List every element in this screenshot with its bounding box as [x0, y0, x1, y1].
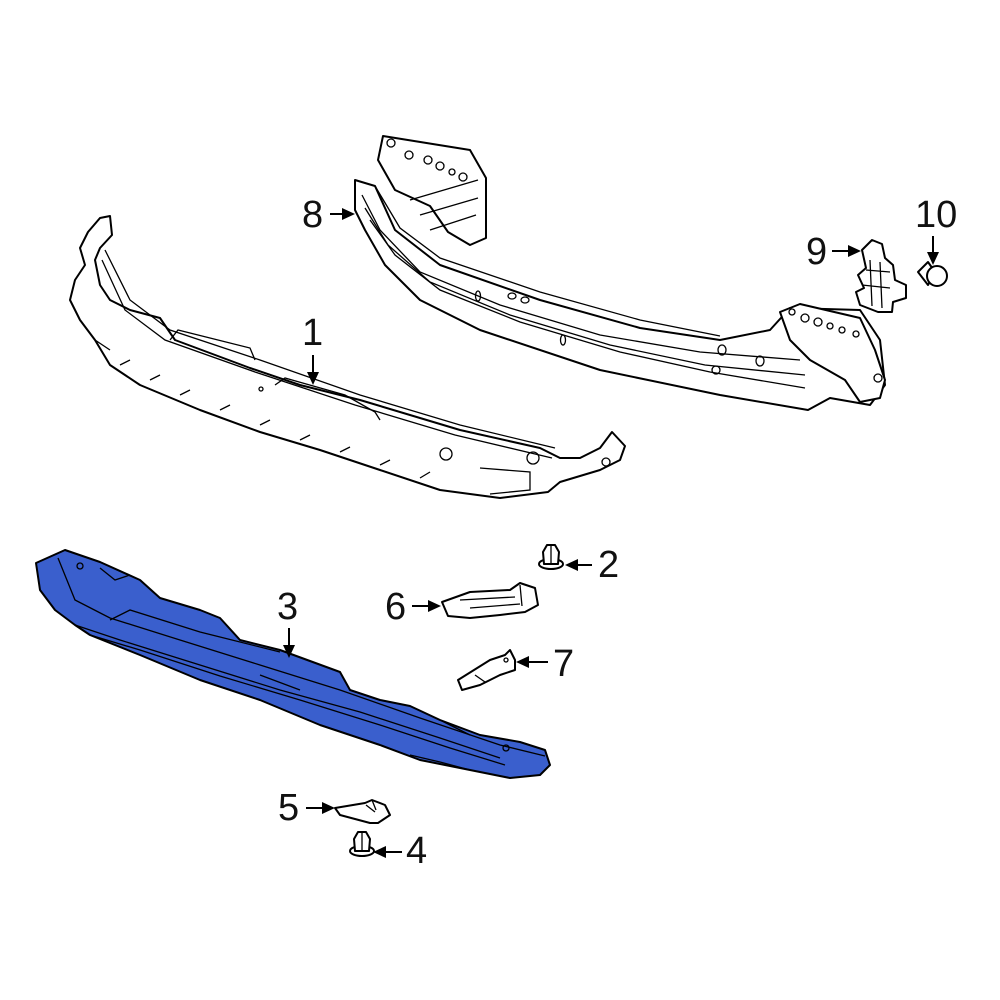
part-6-bracket[interactable]	[441, 582, 539, 619]
callout-3[interactable]: 3	[277, 586, 299, 628]
callout-8[interactable]: 8	[302, 194, 324, 236]
part-9-bracket[interactable]	[855, 239, 907, 313]
part-4-push-clip[interactable]	[349, 831, 375, 857]
part-10-push-clip[interactable]	[917, 261, 948, 287]
part-2-push-clip[interactable]	[538, 544, 564, 570]
part-3-lower-absorber-highlighted[interactable]	[35, 549, 551, 779]
part-1-upper-absorber[interactable]	[69, 215, 626, 499]
callout-10[interactable]: 10	[915, 194, 958, 236]
callout-7[interactable]: 7	[553, 643, 575, 685]
callout-2[interactable]: 2	[598, 544, 620, 586]
callout-arrows	[283, 208, 939, 858]
callout-1[interactable]: 1	[302, 312, 324, 354]
callout-6[interactable]: 6	[385, 586, 407, 628]
part-8-reinforcement-beam[interactable]	[354, 135, 886, 411]
callout-5[interactable]: 5	[278, 787, 300, 829]
callout-9[interactable]: 9	[806, 231, 828, 273]
part-7-bracket[interactable]	[457, 649, 516, 691]
part-5-bracket[interactable]	[334, 799, 391, 824]
callout-4[interactable]: 4	[406, 830, 428, 872]
